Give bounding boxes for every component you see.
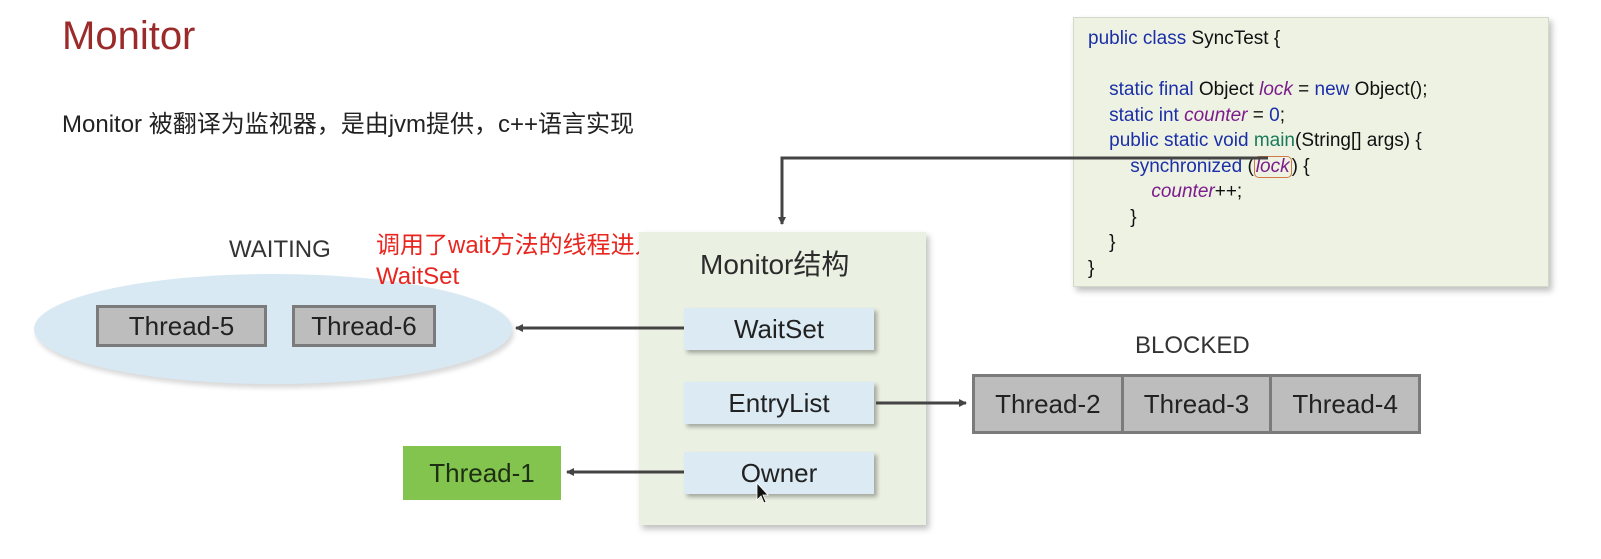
blocked-label: BLOCKED bbox=[1135, 332, 1250, 359]
code-text: } bbox=[1130, 206, 1137, 228]
code-line-7: } bbox=[1088, 205, 1548, 231]
entrylist-box: EntryList bbox=[684, 382, 874, 424]
code-line-2: static final Object lock = new Object(); bbox=[1088, 77, 1548, 103]
mouse-cursor-icon bbox=[756, 481, 769, 504]
code-keyword: public class bbox=[1088, 28, 1187, 49]
blocked-thread: Thread-4 bbox=[1292, 388, 1398, 419]
code-text: = bbox=[1247, 104, 1270, 126]
code-keyword: new bbox=[1314, 79, 1350, 100]
code-keyword: static int bbox=[1109, 104, 1179, 126]
wait-note: 调用了wait方法的线程进入 WaitSet bbox=[376, 230, 659, 292]
code-text: ) { bbox=[1291, 155, 1310, 177]
monitor-title: Monitor结构 bbox=[700, 249, 850, 280]
code-function: main bbox=[1253, 130, 1295, 151]
wait-note-line-2: WaitSet bbox=[376, 263, 460, 290]
code-line-1: public class SyncTest { bbox=[1088, 26, 1548, 52]
code-text: } bbox=[1088, 257, 1095, 279]
code-line-3: static int counter = 0; bbox=[1088, 103, 1548, 129]
code-keyword: static final bbox=[1109, 79, 1194, 100]
waiting-thread: Thread-6 bbox=[292, 305, 436, 347]
lock-to-monitor-arrow bbox=[778, 156, 1268, 225]
waiting-thread: Thread-5 bbox=[96, 305, 267, 347]
code-keyword: synchronized bbox=[1130, 155, 1243, 177]
code-text: Object(); bbox=[1349, 79, 1428, 100]
code-panel: public class SyncTest { static final Obj… bbox=[1073, 17, 1549, 287]
subtitle: Monitor 被翻译为监视器，是由jvm提供，c++语言实现 bbox=[62, 111, 635, 138]
code-text: ++; bbox=[1214, 181, 1243, 202]
code-line-6: counter++; bbox=[1088, 179, 1548, 205]
code-line-5: synchronized (lock) { bbox=[1088, 154, 1548, 180]
owner-thread: Thread-1 bbox=[403, 446, 561, 500]
owner-box: Owner bbox=[684, 452, 874, 494]
code-number: 0 bbox=[1269, 104, 1280, 126]
code-line-4: public static void main(String[] args) { bbox=[1088, 128, 1548, 154]
code-variable: lock bbox=[1259, 79, 1293, 100]
waitset-box: WaitSet bbox=[684, 308, 874, 350]
waiting-label: WAITING bbox=[229, 236, 331, 263]
code-text: Object bbox=[1193, 79, 1260, 100]
code-text: (String[] args) { bbox=[1295, 130, 1422, 151]
blocked-thread: Thread-2 bbox=[975, 377, 1124, 431]
code-text: } bbox=[1109, 232, 1116, 253]
code-text: SyncTest { bbox=[1186, 28, 1281, 49]
code-text: ; bbox=[1279, 104, 1285, 126]
code-variable: counter bbox=[1184, 104, 1248, 126]
code-keyword: public static void bbox=[1109, 130, 1249, 151]
code-line-8: } bbox=[1088, 230, 1548, 256]
wait-note-line-1: 调用了wait方法的线程进入 bbox=[376, 232, 659, 259]
blocked-thread: Thread-3 bbox=[1124, 377, 1273, 431]
code-text: = bbox=[1292, 79, 1315, 100]
code-variable: counter bbox=[1151, 181, 1215, 202]
page-title: Monitor bbox=[62, 14, 196, 58]
code-line-9: } bbox=[1088, 256, 1548, 282]
lock-highlight: lock bbox=[1253, 155, 1292, 178]
code-text: ( bbox=[1242, 155, 1254, 177]
blocked-queue: Thread-2 Thread-3 Thread-4 bbox=[972, 374, 1421, 434]
